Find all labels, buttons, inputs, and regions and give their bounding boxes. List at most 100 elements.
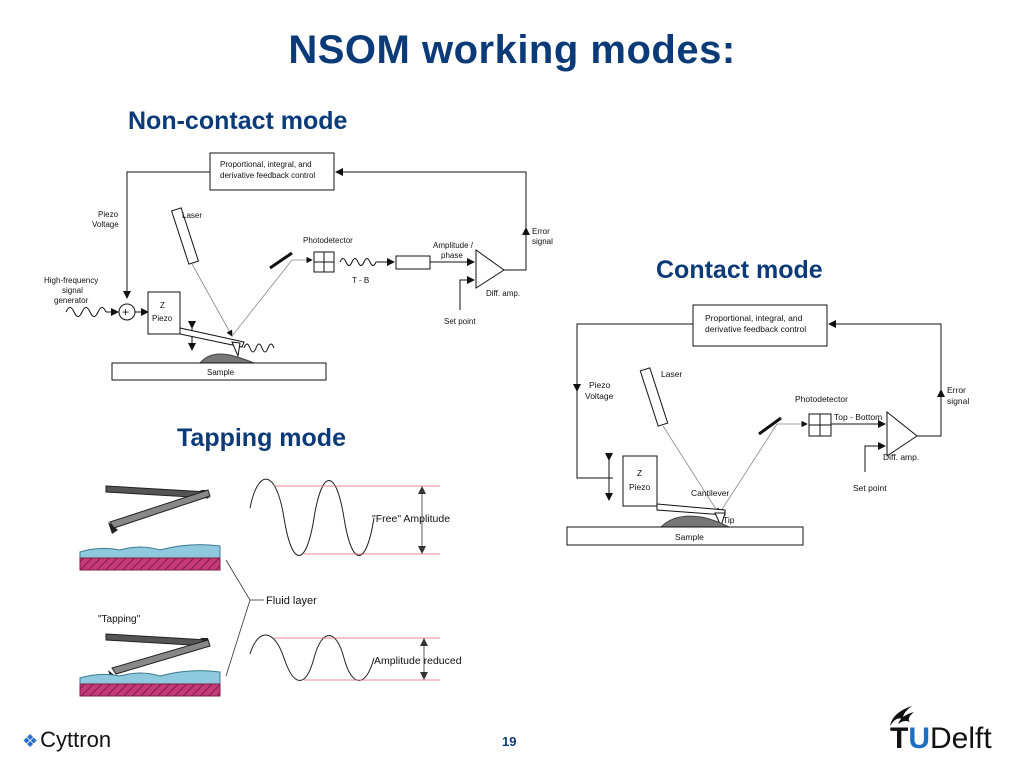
substrate-top: [79, 557, 221, 571]
piezo-voltage-label-2: Voltage: [92, 220, 119, 229]
z-piezo: [147, 291, 181, 335]
reduced-amplitude-wave: [249, 634, 375, 681]
z-label: Z: [637, 468, 642, 478]
amplitude-label-2: phase: [441, 251, 463, 260]
slide-title: NSOM working modes:: [288, 28, 736, 72]
tip-label: Tip: [723, 515, 735, 525]
sample-bump: [659, 515, 730, 528]
tb-label: T - B: [352, 276, 369, 285]
logo-t: T: [890, 722, 909, 755]
piezo-voltage-line: [123, 171, 210, 299]
tudelft-flame-icon: [890, 706, 914, 726]
photodetector-icon: [313, 251, 335, 273]
z-piezo: [622, 455, 658, 507]
feedback-label-line2: derivative feedback control: [220, 171, 315, 180]
laser-label: Laser: [661, 369, 682, 379]
cantilever-label: Cantilever: [691, 488, 729, 498]
sample-label: Sample: [675, 532, 704, 542]
piezo-label: Piezo: [629, 482, 651, 492]
laser: [170, 207, 200, 265]
mirror: [269, 251, 293, 270]
sample-bump: [198, 353, 255, 364]
signal-wave-tb: [339, 258, 377, 266]
mirror: [758, 416, 782, 436]
contact-diagram: Proportional, integral, and derivative f…: [566, 304, 969, 546]
laser-label: Laser: [182, 211, 202, 220]
feedback-label-line1: Proportional, integral, and: [705, 313, 803, 323]
piezo-voltage-arrowhead: [573, 384, 581, 392]
reduced-arrowhead-top: [420, 638, 428, 646]
feedback-box: [209, 152, 335, 191]
hf-wave: [65, 307, 107, 317]
z-label: Z: [160, 301, 165, 310]
hf-label-2: signal: [62, 286, 83, 295]
error-label-2: signal: [947, 396, 969, 406]
cantilever: [656, 503, 726, 516]
tapping-label: "Tapping": [98, 614, 141, 625]
photodetector-icon: [808, 413, 832, 437]
laser-beam-in: [191, 263, 233, 337]
free-amplitude-wave: [249, 478, 375, 556]
reduced-arrowhead-bottom: [420, 672, 428, 680]
diff-amp-label: Diff. amp.: [883, 452, 919, 462]
sample-label: Sample: [207, 368, 235, 377]
piezo-label: Piezo: [152, 314, 173, 323]
substrate-bottom: [79, 683, 221, 697]
piezo-voltage-label-1: Piezo: [98, 210, 119, 219]
feedback-label-line2: derivative feedback control: [705, 324, 806, 334]
laser: [639, 367, 669, 427]
hf-label-3: generator: [54, 296, 89, 305]
cantilever: [179, 327, 245, 348]
laser-beam-out: [231, 259, 293, 337]
piezo-voltage-label-2: Voltage: [585, 391, 614, 401]
error-label-2: signal: [532, 237, 553, 246]
fluid-layer-pointer: [225, 559, 251, 677]
diff-amp: [886, 410, 918, 457]
fluid-layer-bottom: [79, 670, 221, 685]
amplitude-label-1: Amplitude /: [433, 241, 474, 250]
laser-beam-out: [718, 423, 778, 515]
amplitude-reduced-label: Amplitude reduced: [374, 655, 462, 667]
feedback-return-line: [335, 168, 527, 262]
feedback-label-line1: Proportional, integral, and: [220, 160, 312, 169]
photodetector-label: Photodetector: [303, 236, 353, 245]
page-number: 19: [502, 734, 517, 749]
diff-amp: [475, 249, 505, 289]
diamond-bullet-icon: ❖: [22, 731, 39, 751]
set-point-label: Set point: [444, 317, 476, 326]
piezo-voltage-label-1: Piezo: [589, 380, 611, 390]
set-point-label: Set point: [853, 483, 887, 493]
non-contact-diagram: Proportional, integral, and derivative f…: [44, 152, 553, 381]
cyttron-text: Cyttron: [40, 727, 112, 752]
sample-base: [566, 526, 804, 546]
hf-label-1: High-frequency: [44, 276, 98, 285]
fluid-layer-top: [79, 544, 221, 559]
tudelft-logo: TUDelft: [890, 722, 992, 756]
tip-oscillation-wave: [243, 343, 275, 353]
cyttron-brand: ❖Cyttron: [22, 727, 111, 753]
error-label-1: Error: [947, 385, 966, 395]
contact-heading: Contact mode: [656, 256, 823, 284]
free-amplitude-label: "Free" Amplitude: [372, 513, 450, 525]
piezo-voltage-line: [576, 323, 693, 479]
tapping-diagram: "Tapping" Fluid layer "Free" Amplitude A…: [79, 478, 462, 697]
tapping-heading: Tapping mode: [177, 424, 346, 452]
tip: [231, 341, 241, 358]
laser-beam-in: [662, 425, 720, 515]
free-cantilever-lower: [108, 489, 211, 534]
error-signal-line: [917, 389, 945, 437]
tip: [714, 512, 726, 528]
amplitude-box: [395, 255, 431, 270]
set-point-line: [864, 442, 886, 472]
diff-amp-label: Diff. amp.: [486, 289, 520, 298]
non-contact-heading: Non-contact mode: [128, 107, 348, 135]
feedback-box: [692, 304, 828, 347]
error-signal-line: [502, 227, 530, 271]
logo-u: U: [908, 722, 930, 755]
fluid-layer-label: Fluid layer: [266, 595, 317, 607]
free-arrowhead-bottom: [418, 546, 426, 554]
error-label-1: Error: [532, 227, 550, 236]
plus-sign: +: [122, 305, 129, 319]
logo-delft: Delft: [930, 722, 992, 755]
sample-base: [111, 362, 327, 381]
